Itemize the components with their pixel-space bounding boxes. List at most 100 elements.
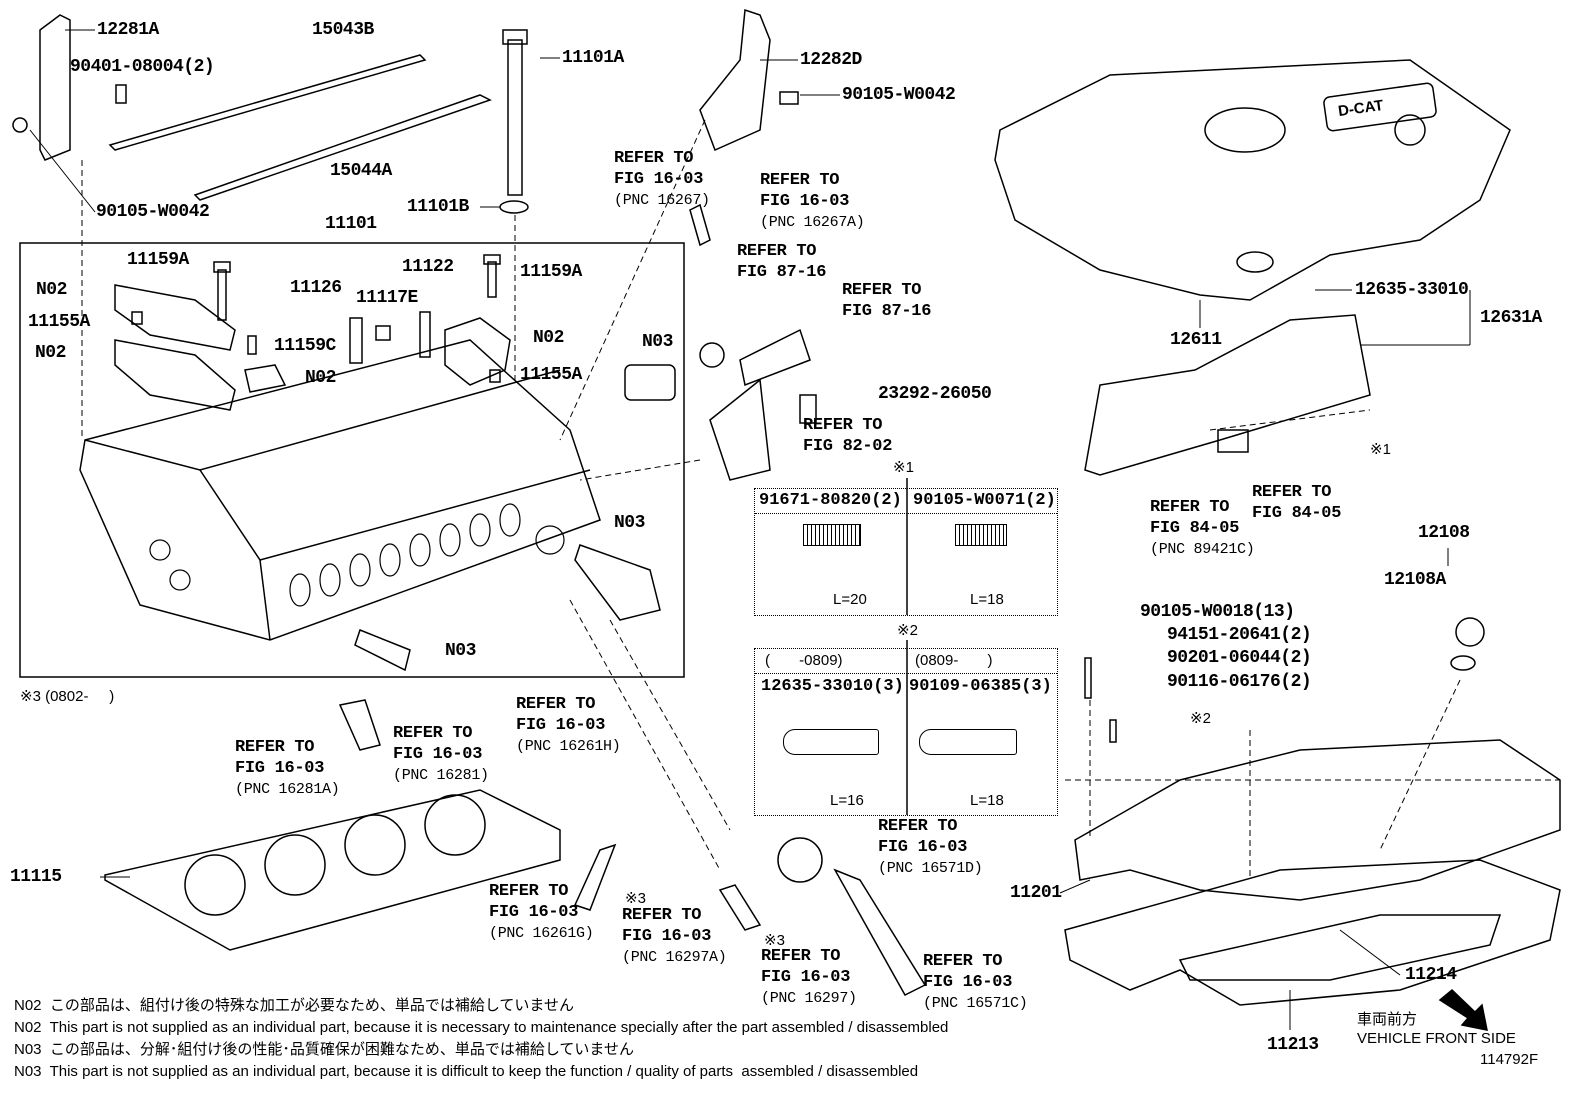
part-11115[interactable]: 11115 xyxy=(10,867,62,887)
part-11101[interactable]: 11101 xyxy=(325,214,377,234)
refer-pnc: (PNC 16281A) xyxy=(235,781,340,798)
refer-pnc: (PNC 16281) xyxy=(393,767,489,784)
part-11201[interactable]: 11201 xyxy=(1010,883,1062,903)
part-12281A[interactable]: 12281A xyxy=(97,20,159,40)
bolt-icon xyxy=(955,524,1007,546)
table2-part-2[interactable]: 90109-06385(3) xyxy=(909,677,1052,696)
refer-line: REFER TO xyxy=(737,242,817,261)
part-11159C[interactable]: 11159C xyxy=(274,336,336,356)
part-90105-W0042[interactable]: 90105-W0042 xyxy=(96,202,210,222)
refer-line: REFER TO xyxy=(622,906,702,925)
part-11213[interactable]: 11213 xyxy=(1267,1035,1319,1055)
refer-pnc: (PNC 89421C) xyxy=(1150,541,1255,558)
part-15043B[interactable]: 15043B xyxy=(312,20,374,40)
part-11155A[interactable]: 11155A xyxy=(520,365,582,385)
refer-line: REFER TO xyxy=(760,171,840,190)
table2-length-2: L=18 xyxy=(970,792,1004,809)
part-12108[interactable]: 12108 xyxy=(1418,523,1470,543)
wire-harness-brackets xyxy=(12,8,771,201)
part-90105-W0018[interactable]: 90105-W0018(13) xyxy=(1140,602,1295,622)
refer-fig: FIG 84-05 xyxy=(1252,504,1342,523)
refer-fig: FIG 16-03 xyxy=(878,838,968,857)
bolt-table-2: ( -0809) (0809- ) 12635-33010(3) 90109-0… xyxy=(754,648,1058,816)
refer-fig-87-16[interactable]: REFER TO FIG 87-16 xyxy=(842,280,931,322)
part-11101B[interactable]: 11101B xyxy=(407,197,469,217)
refer-fig: FIG 87-16 xyxy=(842,302,932,321)
note-n02-en: N02 This part is not supplied as an indi… xyxy=(14,1019,949,1036)
part-90401-08004[interactable]: 90401-08004(2) xyxy=(70,57,215,77)
mark-2: ※2 xyxy=(897,622,918,639)
part-90201-06044[interactable]: 90201-06044(2) xyxy=(1167,648,1312,668)
cylinder-head-drawing xyxy=(79,339,601,641)
part-11126[interactable]: 11126 xyxy=(290,278,342,298)
refer-line: REFER TO xyxy=(803,416,883,435)
refer-fig: FIG 16-03 xyxy=(235,759,325,778)
refer-pnc: (PNC 16261H) xyxy=(516,738,621,755)
refer-fig-87-16[interactable]: REFER TO FIG 87-16 xyxy=(737,241,826,283)
refer-line: REFER TO xyxy=(923,952,1003,971)
part-11214[interactable]: 11214 xyxy=(1405,965,1457,985)
cylinder-head-group-frame xyxy=(19,242,685,678)
refer-fig: FIG 87-16 xyxy=(737,263,827,282)
refer-fig-16-03-pnc-16261H[interactable]: REFER TO FIG 16-03 (PNC 16261H) xyxy=(516,694,621,757)
part-12611[interactable]: 12611 xyxy=(1170,330,1222,350)
vehicle-front-jp: 車両前方 xyxy=(1357,1011,1418,1028)
part-23292-26050[interactable]: 23292-26050 xyxy=(878,384,992,404)
part-11117E[interactable]: 11117E xyxy=(356,288,418,308)
code-n03: N03 xyxy=(642,332,673,352)
cylinder-head-gasket xyxy=(104,789,561,951)
part-15044A[interactable]: 15044A xyxy=(330,161,392,181)
part-90105-W0042[interactable]: 90105-W0042 xyxy=(842,85,956,105)
part-11159A[interactable]: 11159A xyxy=(127,250,189,270)
stud-bolt-icon xyxy=(919,729,1017,755)
part-90116-06176[interactable]: 90116-06176(2) xyxy=(1167,672,1312,692)
refer-line: REFER TO xyxy=(761,947,841,966)
leader-lines xyxy=(29,29,1471,1030)
refer-line: REFER TO xyxy=(516,695,596,714)
refer-line: REFER TO xyxy=(1252,483,1332,502)
mark-3: ※3 xyxy=(764,932,785,949)
refer-fig-16-03-pnc-16267A[interactable]: REFER TO FIG 16-03 (PNC 16267A) xyxy=(760,170,865,233)
part-12635-33010[interactable]: 12635-33010 xyxy=(1355,280,1469,300)
cylinder-head-cover-drawing xyxy=(1064,617,1561,1006)
refer-line: REFER TO xyxy=(842,281,922,300)
camshaft-caps xyxy=(114,284,511,411)
refer-line: REFER TO xyxy=(393,724,473,743)
refer-fig-84-05[interactable]: REFER TO FIG 84-05 xyxy=(1252,482,1341,524)
part-11159A[interactable]: 11159A xyxy=(520,262,582,282)
table2-length-1: L=16 xyxy=(830,792,864,809)
figure-id: 114792F xyxy=(1480,1051,1539,1068)
table2-part-1[interactable]: 12635-33010(3) xyxy=(761,677,904,696)
refer-pnc: (PNC 16267A) xyxy=(760,214,865,231)
code-n02: N02 xyxy=(305,368,336,388)
mark-1: ※1 xyxy=(1370,441,1391,458)
refer-fig-16-03-pnc-16281A[interactable]: REFER TO FIG 16-03 (PNC 16281A) xyxy=(235,737,340,800)
code-n03: N03 xyxy=(614,513,645,533)
part-11155A[interactable]: 11155A xyxy=(28,312,90,332)
part-11101A[interactable]: 11101A xyxy=(562,48,624,68)
refer-line: REFER TO xyxy=(1150,498,1230,517)
refer-fig: FIG 16-03 xyxy=(516,716,606,735)
bolts xyxy=(115,29,817,424)
part-11122[interactable]: 11122 xyxy=(402,257,454,277)
part-12631A[interactable]: 12631A xyxy=(1480,308,1542,328)
cover-bracket xyxy=(1084,314,1371,476)
part-12108A[interactable]: 12108A xyxy=(1384,570,1446,590)
refer-fig: FIG 16-03 xyxy=(760,192,850,211)
table1-length-2: L=18 xyxy=(970,591,1004,608)
refer-line: REFER TO xyxy=(235,738,315,757)
table1-part-1[interactable]: 91671-80820(2) xyxy=(759,491,902,510)
table1-part-2[interactable]: 90105-W0071(2) xyxy=(913,491,1056,510)
part-94151-20641[interactable]: 94151-20641(2) xyxy=(1167,625,1312,645)
refer-fig: FIG 16-03 xyxy=(761,968,851,987)
part-12282D[interactable]: 12282D xyxy=(800,50,862,70)
